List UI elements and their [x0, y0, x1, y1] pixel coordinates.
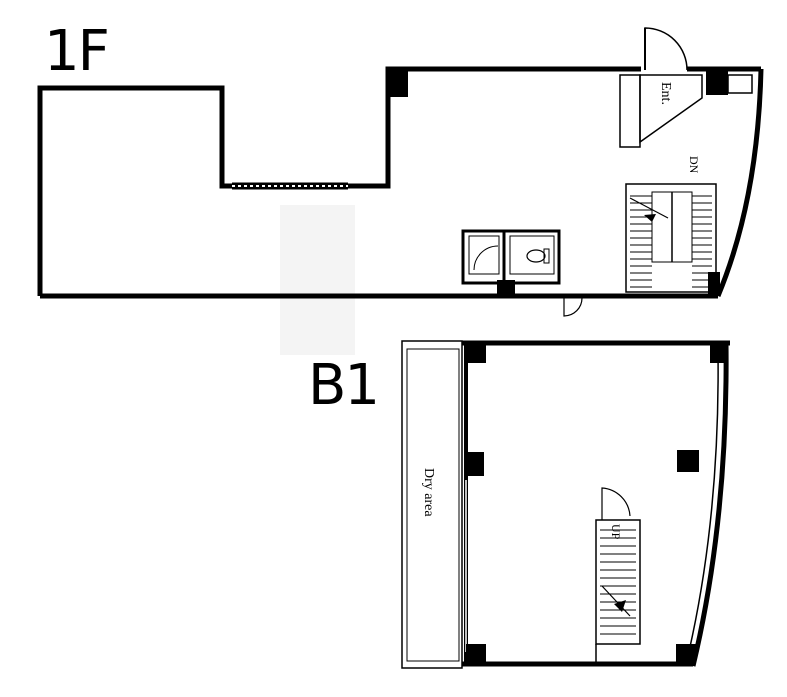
- floor-label-1f: 1F: [44, 19, 110, 84]
- basement-plan: Dry area UP: [401, 340, 730, 669]
- column: [388, 69, 408, 97]
- stairs-down: DN: [625, 156, 717, 293]
- side-door: [563, 297, 583, 317]
- basement-curved-wall: [690, 342, 729, 667]
- toilet-icon: [526, 249, 546, 263]
- entrance-door-swing: [644, 27, 688, 71]
- column: [466, 343, 486, 363]
- column: [710, 343, 728, 363]
- background-shade: [280, 205, 355, 355]
- entrance-opening: [641, 66, 687, 72]
- column: [677, 450, 699, 472]
- shoe-cabinet: [619, 74, 641, 148]
- column: [676, 644, 696, 664]
- column: [466, 644, 486, 664]
- stairs-up: UP: [595, 487, 641, 664]
- toilet-room: [461, 229, 561, 285]
- entrance-step: [639, 74, 703, 144]
- column: [466, 452, 484, 476]
- stairs-down-label: DN: [687, 156, 701, 174]
- dry-area-label: Dry area: [421, 468, 436, 517]
- column: [708, 272, 720, 296]
- column: [706, 69, 728, 95]
- dry-area: [401, 340, 463, 669]
- first-floor-plan: Ent. DN: [37, 27, 764, 317]
- floor-label-b1: B1: [308, 353, 380, 418]
- stairs-up-label: UP: [609, 524, 623, 540]
- first-floor-curved-wall: [715, 68, 764, 297]
- entrance-label: Ent.: [658, 82, 673, 105]
